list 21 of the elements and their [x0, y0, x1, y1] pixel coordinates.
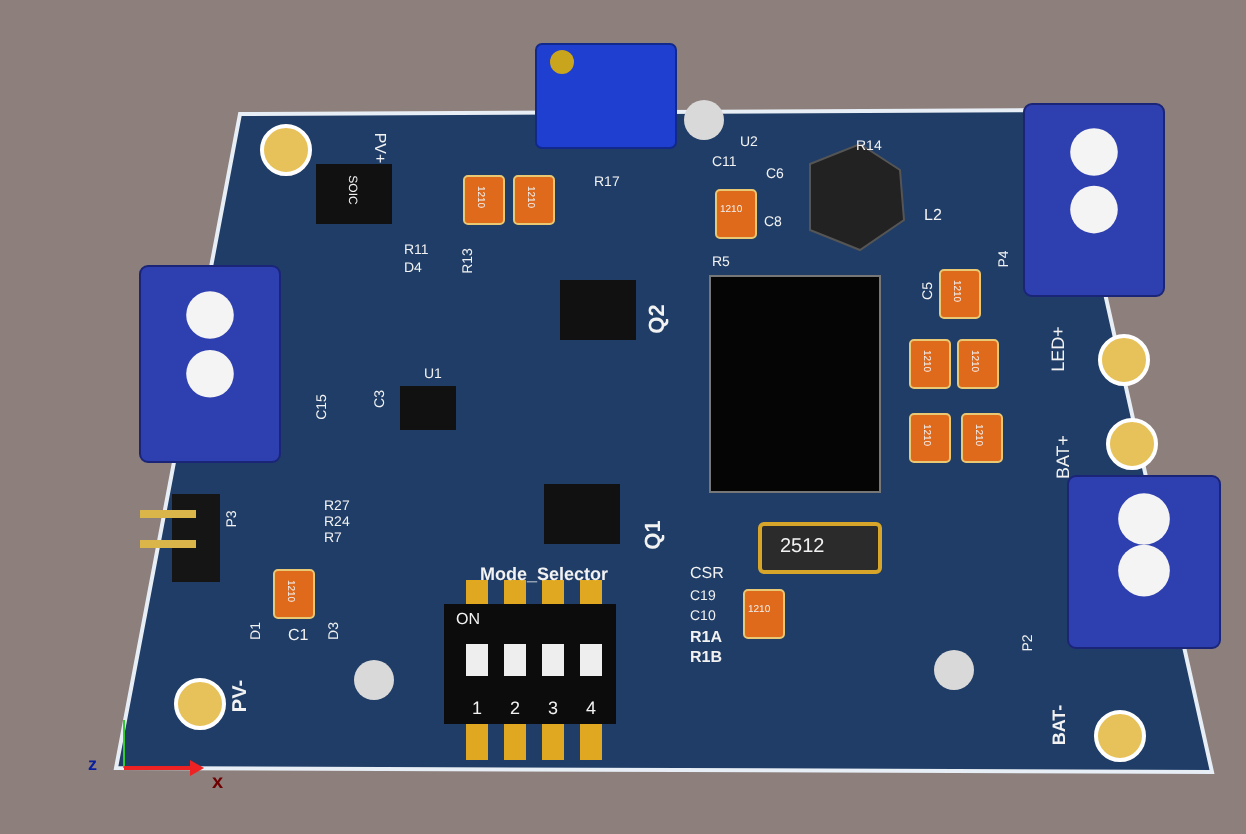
switch-label: 2 [510, 700, 521, 718]
switch-label: 3 [548, 700, 559, 718]
silkscreen-label: Q2 [647, 304, 670, 334]
silkscreen-label: Mode_Selector [480, 566, 609, 584]
silkscreen-label: Q1 [643, 520, 666, 550]
silkscreen-label: R1B [690, 650, 723, 666]
silkscreen-label: BAT- [1051, 704, 1070, 746]
silkscreen-label: CSR [690, 566, 724, 582]
silkscreen-label: L2 [924, 208, 942, 224]
silkscreen-label: R1A [690, 630, 723, 646]
silkscreen-label: PV+ [371, 132, 388, 164]
axis-label: z [88, 756, 97, 774]
silkscreen-label: PV- [232, 679, 253, 713]
axis-label: x [212, 774, 224, 794]
switch-label: 1 [472, 700, 483, 718]
silkscreen-label: C1 [288, 628, 309, 644]
component-marking: 2512 [780, 538, 825, 558]
switch-label: ON [456, 612, 480, 628]
switch-label: 4 [586, 700, 597, 718]
silkscreen-label: LED+ [1049, 326, 1068, 372]
silkscreen-label: BAT+ [1055, 434, 1074, 480]
